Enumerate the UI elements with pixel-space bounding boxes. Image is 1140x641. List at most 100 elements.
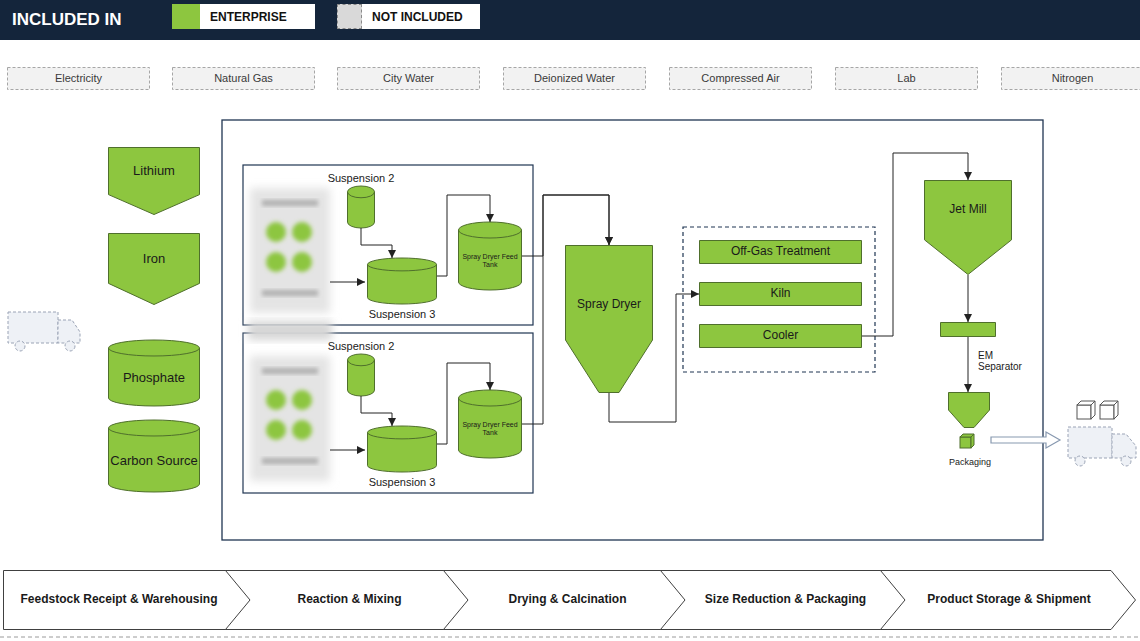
suspension-tank: Suspension 2 (325, 340, 397, 396)
node-label: Carbon Source (108, 430, 200, 492)
utility-box: Compressed Air (669, 67, 812, 90)
node-label: Suspension 3 (352, 307, 452, 322)
node-shape (173, 68, 315, 90)
node-shape (8, 68, 150, 90)
packaging-hopper: Packaging (940, 392, 1000, 470)
legend-text: ENTERPRISE (200, 4, 315, 29)
node-shape (459, 390, 522, 458)
feedstock-bin: Iron (108, 233, 200, 305)
process-stage: Product Storage & Shipment (880, 570, 1136, 630)
node-label: Kiln (699, 282, 862, 306)
node-shape (109, 234, 200, 305)
node-shape (109, 148, 200, 215)
feed-arrow (330, 282, 365, 283)
flow-connector (862, 153, 968, 336)
utility-box: Deionized Water (503, 67, 646, 90)
flow-connector (609, 294, 699, 422)
legend-swatch (337, 4, 362, 29)
feedstock-drum: Carbon Source (108, 420, 200, 492)
flow-connector (968, 275, 969, 322)
plant-boundary (222, 120, 1043, 540)
header-layer: INCLUDED INENTERPRISENOT INCLUDED (0, 0, 1140, 40)
node-shape (444, 571, 690, 630)
blurred-band (248, 321, 332, 340)
cylinder-rim (459, 230, 522, 238)
process-stage: Drying & Calcination (443, 570, 690, 630)
node-label: Off-Gas Treatment (699, 240, 862, 264)
process-box: Cooler (699, 324, 862, 348)
node-label: Nitrogen (1001, 67, 1140, 90)
blurred-panel (250, 356, 330, 481)
process-stage: Reaction & Mixing (225, 570, 472, 630)
node-outline (108, 147, 200, 215)
node-label: Spray Dryer Feed Tank (462, 236, 518, 286)
node-shape (348, 354, 375, 396)
flow-connector (437, 195, 490, 276)
node-outline (108, 233, 200, 305)
node-shape (109, 420, 200, 492)
flow-connector (361, 396, 392, 426)
node-label: Lithium (108, 147, 200, 195)
node-outline (565, 245, 653, 393)
mixing-train-frame (243, 333, 533, 493)
cylinder-rim (348, 192, 375, 198)
cylinder-rim (348, 360, 375, 366)
blurred-panel (250, 188, 330, 313)
node-shape (941, 323, 996, 337)
node-shape (109, 340, 200, 406)
node-shape (1002, 68, 1140, 90)
node-label: Reaction & Mixing (251, 570, 448, 630)
node-label: Cooler (699, 324, 862, 348)
node-shape (925, 181, 1012, 275)
flow-connector (522, 195, 609, 256)
flow-connector (437, 363, 490, 444)
footer-rule (0, 637, 1140, 638)
node-label: Lab (835, 67, 978, 90)
utility-box: Lab (835, 67, 978, 90)
inbound-truck (8, 312, 80, 351)
node-label: EM Separator (978, 346, 1028, 376)
node-shape (670, 68, 812, 90)
utility-box: Electricity (7, 67, 150, 90)
cylinder-rim (368, 264, 437, 270)
process-stage: Feedstock Receipt & Warehousing (3, 570, 255, 630)
cylinder-rim (109, 348, 200, 356)
node-label: Electricity (7, 67, 150, 90)
node-shape (338, 68, 480, 90)
suspension-tank: Suspension 3 (362, 426, 442, 492)
node-label: Deionized Water (503, 67, 646, 90)
utility-box: City Water (337, 67, 480, 90)
node-label: Spray Dryer Feed Tank (462, 404, 518, 454)
node-shape (459, 222, 522, 290)
node-label: Iron (108, 233, 200, 285)
node-shape (504, 68, 646, 90)
node-shape (836, 68, 978, 90)
product-cube (960, 434, 974, 448)
process-box: Kiln (699, 282, 862, 306)
node-shape (226, 571, 472, 630)
feed-tank: Spray Dryer Feed Tank (458, 390, 522, 458)
utility-box: Natural Gas (172, 67, 315, 90)
feed-tank: Spray Dryer Feed Tank (458, 222, 522, 290)
node-shape (700, 283, 862, 306)
node-shape (700, 325, 862, 348)
node-label: Product Storage & Shipment (906, 570, 1112, 630)
cylinder-rim (368, 432, 437, 438)
spray-dryer: Spray Dryer (565, 245, 653, 393)
process-box: Off-Gas Treatment (699, 240, 862, 264)
node-shape (566, 246, 653, 393)
shipment-arrow (991, 432, 1060, 448)
node-label: Compressed Air (669, 67, 812, 90)
node-label: Packaging (930, 455, 1010, 469)
cylinder-rim (109, 428, 200, 436)
mixing-train-frame (243, 165, 533, 325)
node-outline (924, 180, 1012, 275)
header-bar (0, 0, 1140, 40)
flow-connector (968, 337, 969, 392)
legend-text: NOT INCLUDED (362, 4, 480, 29)
outbound-truck (1068, 427, 1136, 466)
node-label: Suspension 3 (352, 475, 452, 490)
feedstock-bin: Lithium (108, 147, 200, 215)
node-shape (881, 571, 1136, 630)
node-label: Suspension 2 (315, 339, 407, 354)
